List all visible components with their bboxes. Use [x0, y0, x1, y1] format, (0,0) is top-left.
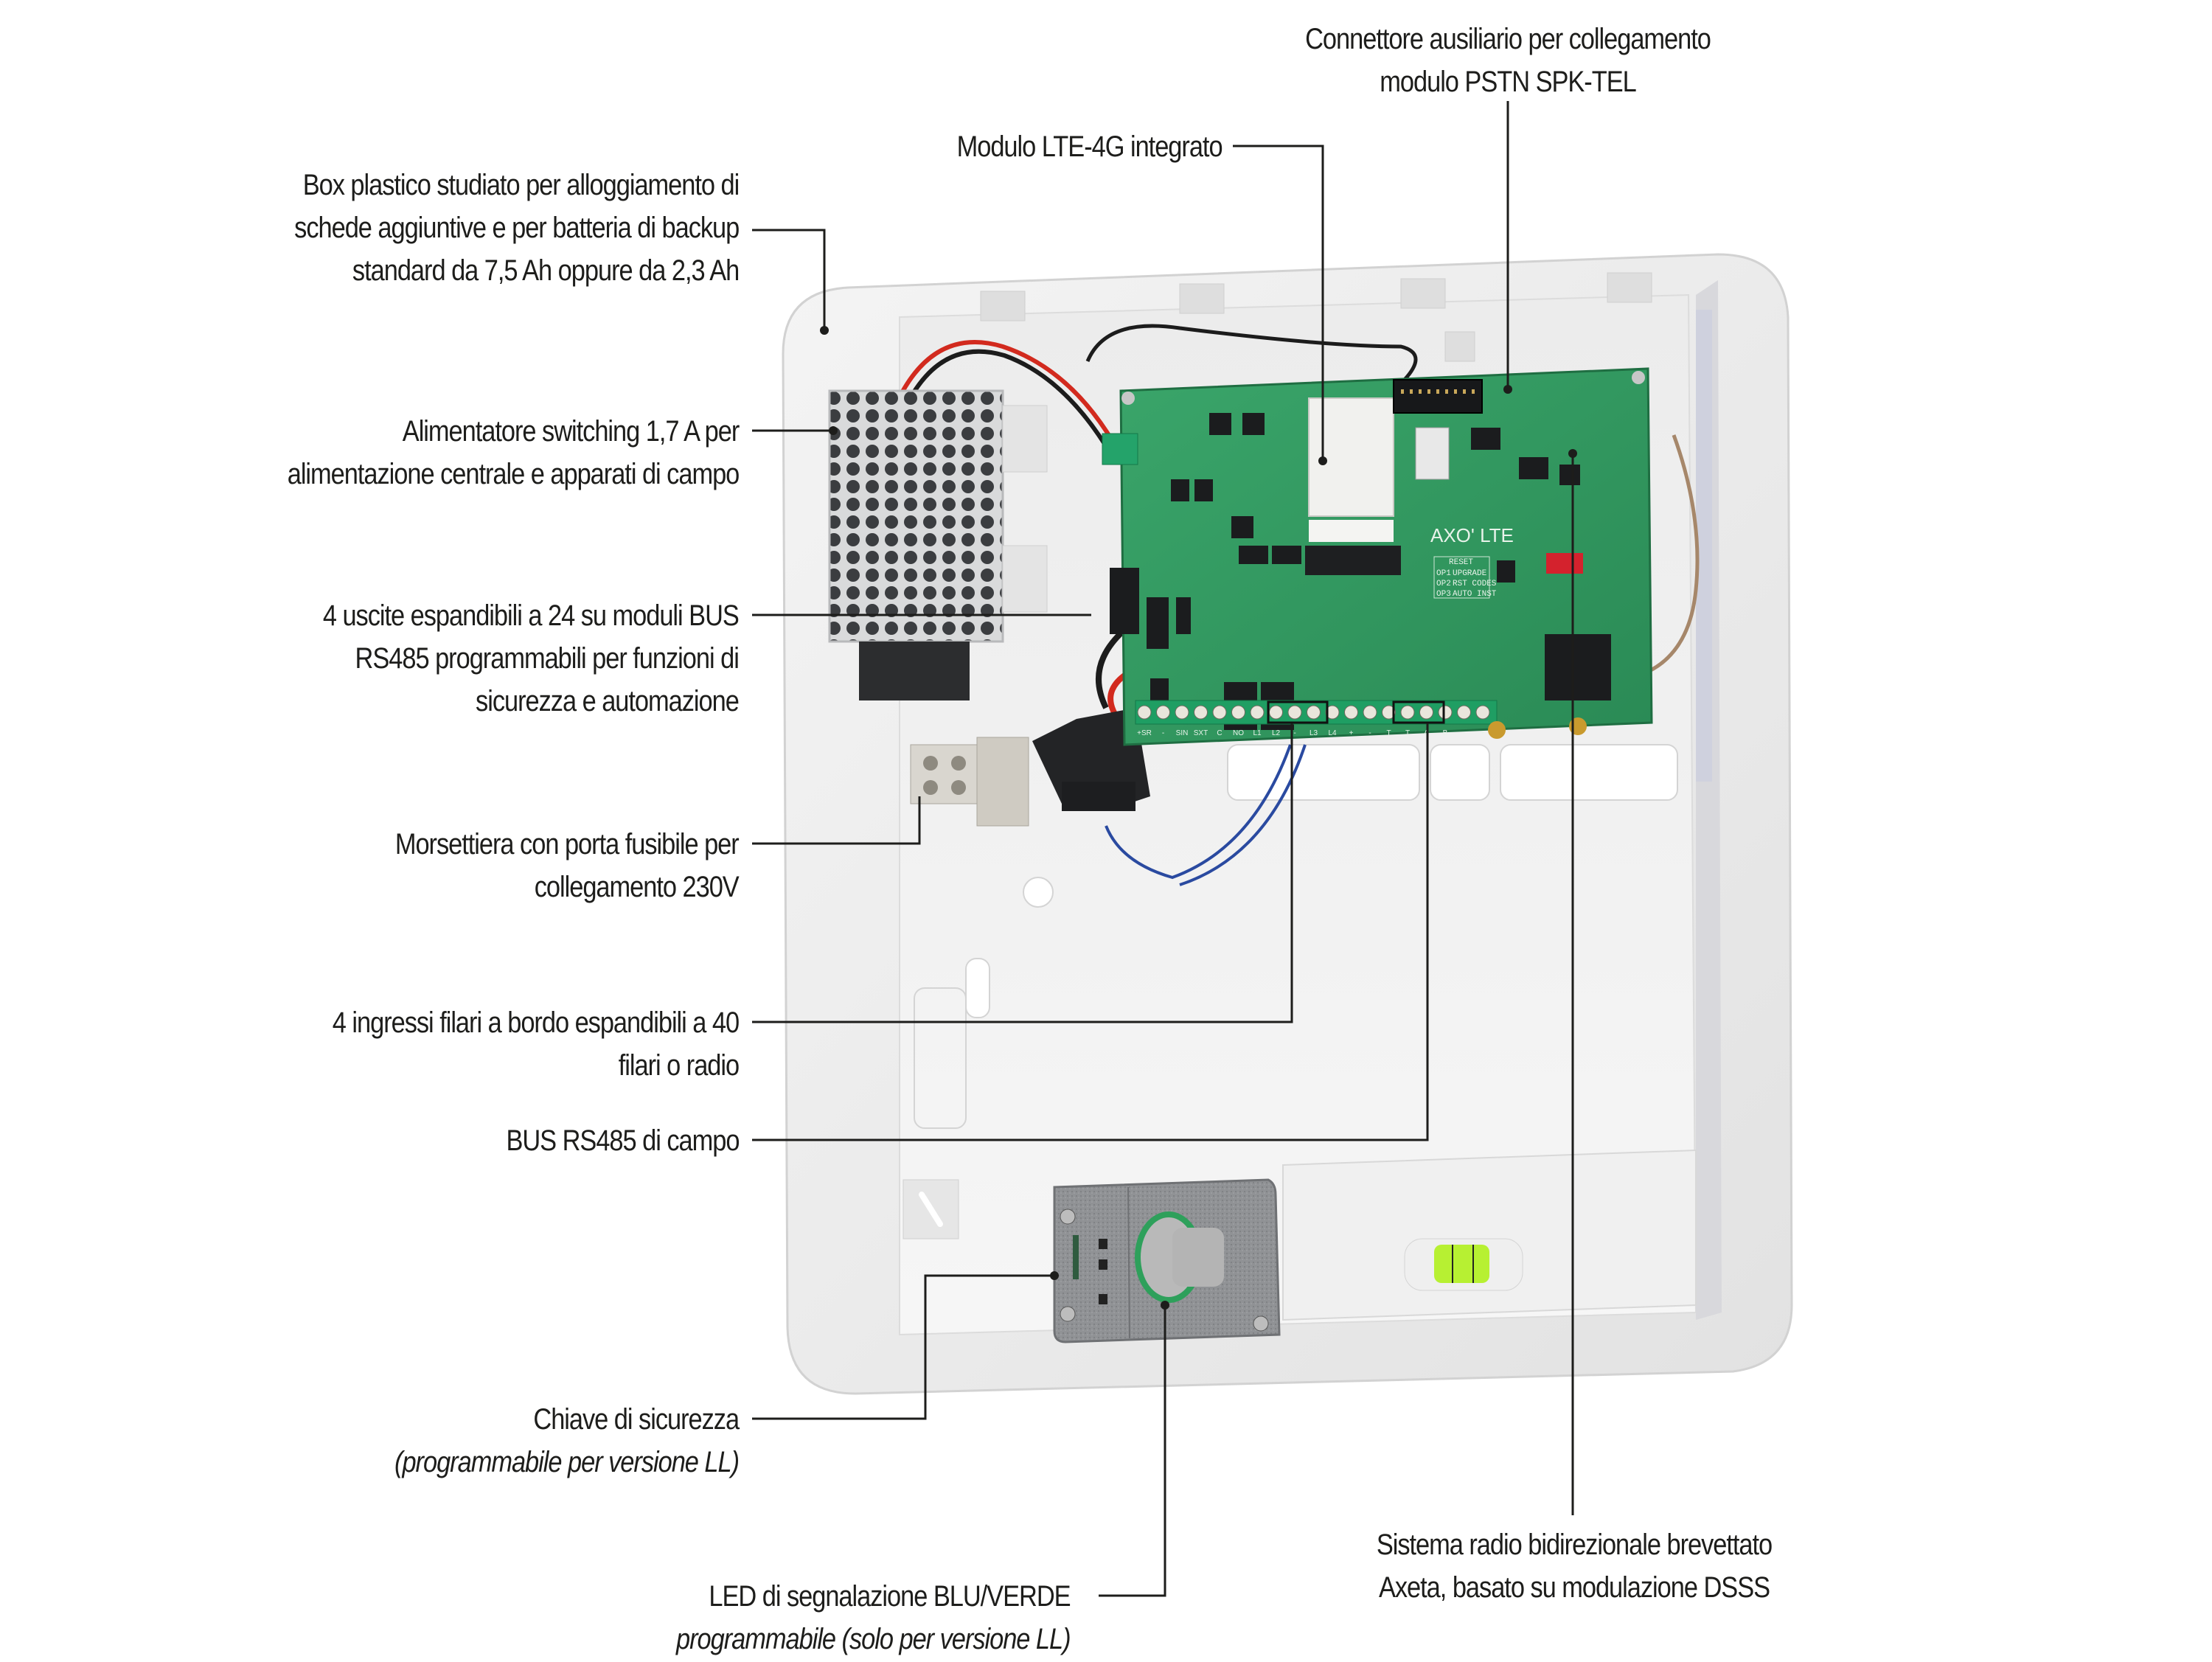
leader-box [752, 229, 826, 330]
terminal-screw [1137, 705, 1152, 720]
leader-lte [1233, 145, 1324, 461]
svg-text:RST CODES: RST CODES [1453, 580, 1497, 588]
callout-key: Chiave di sicurezza (programmabile per v… [394, 1398, 740, 1484]
callout-radio: Sistema radio bidirezionale brevettato A… [1321, 1523, 1828, 1609]
leader-bus [752, 723, 1429, 1141]
terminal-screw [1307, 705, 1321, 720]
terminal-screw [1194, 705, 1208, 720]
callout-pstn: Connettore ausiliario per collegamento m… [1254, 18, 1761, 103]
callout-mains-line-2: collegamento 230V [535, 871, 740, 903]
reset-table: RESET OP1 UPGRADE OP2 RST CODES OP3 AUTO… [1433, 556, 1497, 599]
bus-highlight [1392, 700, 1445, 724]
mains-terminal-block [910, 708, 1150, 827]
terminal-label: - [1463, 729, 1465, 737]
terminal-screw [1438, 705, 1453, 720]
callout-radio-line-2: Axeta, basato su modulazione DSSS [1378, 1571, 1770, 1604]
terminal-label: T [1405, 729, 1410, 737]
callout-outputs-line-2: RS485 programmabili per funzioni di [355, 642, 740, 675]
pcb-board: AXO' LTE RESET OP1 UPGRADE OP2 RST CODES… [1102, 367, 1653, 746]
terminal-label: L1 [1253, 729, 1262, 737]
terminal-screw [1287, 705, 1302, 720]
terminal-label: L3 [1310, 729, 1318, 737]
terminal-screw [1250, 705, 1265, 720]
svg-text:RESET: RESET [1449, 558, 1473, 567]
terminal-label: + [1481, 729, 1485, 737]
svg-text:AUTO INST: AUTO INST [1453, 590, 1497, 599]
pstn-connector [1393, 379, 1483, 414]
callout-pstn-line-1: Connettore ausiliario per collegamento [1305, 23, 1711, 55]
callout-outputs: 4 uscite espandibili a 24 su moduli BUS … [322, 594, 740, 723]
svg-text:OP3: OP3 [1436, 590, 1451, 599]
inputs-highlight [1267, 700, 1329, 724]
terminal-label: T [1386, 729, 1391, 737]
terminal-screw [1382, 705, 1396, 720]
leader-dot-box [820, 326, 829, 335]
leader-lines [752, 101, 1577, 1597]
callout-box-line-3: standard da 7,5 Ah oppure da 2,3 Ah [352, 254, 740, 287]
callout-led-note: programmabile (solo per versione LL) [676, 1623, 1071, 1655]
terminal-screw [1212, 705, 1227, 720]
callout-box: Box plastico studiato per alloggiamento … [293, 164, 740, 292]
callout-psu-line-2: alimentazione centrale e apparati di cam… [287, 458, 740, 490]
callout-psu: Alimentatore switching 1,7 A per aliment… [287, 410, 740, 496]
power-supply [828, 389, 1048, 700]
callout-inputs-line-2: filari o radio [618, 1049, 740, 1082]
callout-outputs-line-3: sicurezza e automazione [476, 685, 740, 717]
terminal-label: C [1217, 729, 1222, 737]
terminal-label: + [1349, 729, 1354, 737]
bubble-level [1404, 1238, 1523, 1291]
terminal-screw [1475, 705, 1490, 720]
terminal-screw [1419, 705, 1433, 720]
terminal-label: SIN [1176, 729, 1189, 737]
terminal-screw [1344, 705, 1358, 720]
leader-inputs [752, 723, 1293, 1023]
callout-psu-line-1: Alimentatore switching 1,7 A per [402, 415, 740, 448]
terminal-screw [1231, 705, 1245, 720]
callout-inputs-line-1: 4 ingressi filari a bordo espandibili a … [332, 1006, 740, 1039]
callout-pstn-line-2: modulo PSTN SPK-TEL [1380, 66, 1636, 98]
callout-box-line-2: schede aggiuntive e per batteria di back… [293, 212, 740, 244]
callout-outputs-line-1: 4 uscite espandibili a 24 su moduli BUS [322, 599, 740, 632]
callout-inputs: 4 ingressi filari a bordo espandibili a … [332, 1001, 740, 1087]
key-switch-plate [1053, 1178, 1281, 1343]
svg-text:UPGRADE: UPGRADE [1453, 569, 1487, 578]
svg-text:OP1: OP1 [1436, 569, 1451, 578]
leader-mains [752, 796, 921, 845]
terminal-screw [1457, 705, 1471, 720]
leader-led [1099, 1305, 1166, 1597]
terminal-label: - [1162, 729, 1164, 737]
callout-lte: Modulo LTE-4G integrato [957, 125, 1223, 168]
callout-mains-line-1: Morsettiera con porta fusibile per [395, 828, 740, 860]
terminal-screw [1363, 705, 1377, 720]
terminal-label: L2 [1272, 729, 1281, 737]
terminal-label: B [1443, 729, 1448, 737]
callout-key-line-1: Chiave di sicurezza [533, 1403, 740, 1436]
callout-led: LED di segnalazione BLU/VERDE programmab… [676, 1575, 1071, 1661]
terminal-label: NO [1233, 729, 1244, 737]
callout-bus: BUS RS485 di campo [505, 1119, 740, 1162]
terminal-label: SXT [1194, 729, 1208, 737]
callout-bus-line-1: BUS RS485 di campo [505, 1124, 740, 1157]
callout-led-line-1: LED di segnalazione BLU/VERDE [709, 1580, 1071, 1613]
terminal-screw [1269, 705, 1283, 720]
terminal-screw [1400, 705, 1415, 720]
terminal-screw [1156, 705, 1170, 720]
terminal-label: - [1293, 729, 1295, 737]
svg-text:OP2: OP2 [1436, 580, 1451, 588]
terminal-label: - [1368, 729, 1371, 737]
terminal-screw [1175, 705, 1189, 720]
callout-key-note: (programmabile per versione LL) [394, 1446, 740, 1478]
board-model-text: AXO' LTE [1430, 524, 1514, 546]
terminal-label: +SR [1137, 729, 1152, 737]
callout-mains: Morsettiera con porta fusibile per colle… [395, 823, 740, 908]
callout-box-line-1: Box plastico studiato per alloggiamento … [302, 169, 740, 201]
leader-key [752, 1274, 1054, 1420]
terminal-label: L4 [1328, 729, 1337, 737]
callout-lte-line-1: Modulo LTE-4G integrato [957, 131, 1223, 163]
terminal-screw [1325, 705, 1340, 720]
callout-radio-line-1: Sistema radio bidirezionale brevettato [1376, 1529, 1773, 1561]
